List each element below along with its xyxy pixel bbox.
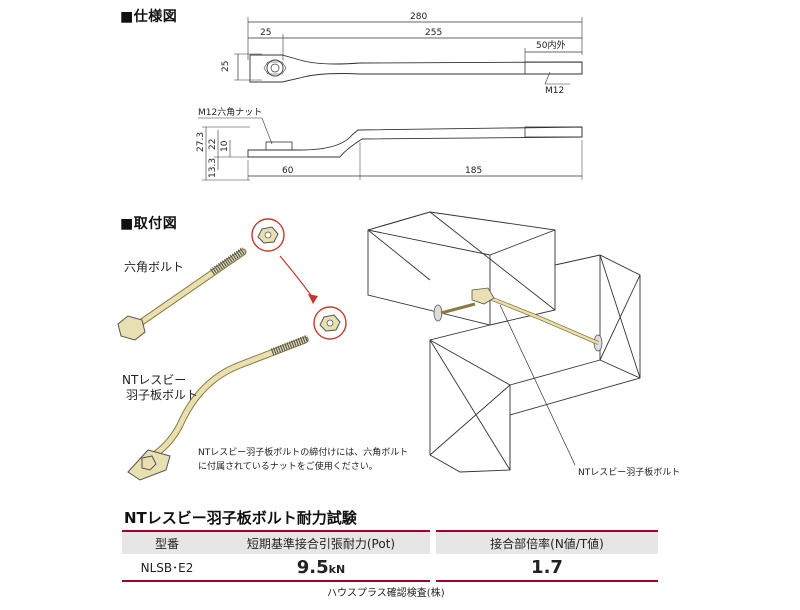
spec-section-title: ■仕様図: [120, 9, 178, 25]
spec-drawing: 280 25 255 50内外 25 M12 M12六角ナット 27.3 22 …: [196, 12, 583, 181]
framing-3d: [367, 211, 641, 473]
test-footnote: ハウスプラス確認検査(株): [327, 588, 445, 599]
header-model: 型番: [122, 530, 212, 554]
dim-255: 255: [425, 28, 442, 38]
cell-ratio: 1.7: [436, 554, 658, 582]
install-note-line1: NTレスビー羽子板ボルトの締付けには、六角ボルト: [198, 448, 409, 458]
test-table: 型番 短期基準接合引張耐力(Pot) 接合部倍率(N値/T値) NLSB･E2 …: [122, 530, 658, 582]
dim-185: 185: [465, 166, 482, 176]
nut-side: [265, 141, 293, 151]
thread-top: [524, 61, 583, 75]
nut-top: [266, 59, 284, 77]
washer-left: [433, 304, 443, 322]
nut-callout-circle-2: [313, 306, 347, 340]
strength-value: 9.5: [296, 556, 329, 578]
dim-60: 60: [282, 166, 294, 176]
nt-bolt: [127, 334, 310, 481]
nt-bolt-label-line2: 羽子板ボルト: [126, 388, 199, 402]
dim-25-top: 25: [260, 28, 271, 38]
dim-13-3: 13.3: [208, 158, 218, 178]
ratio-value: 1.7: [531, 556, 563, 578]
nt-bolt-label-line1: NTレスビー: [122, 373, 187, 387]
table-row: NLSB･E2 9.5kN 1.7: [122, 554, 658, 582]
callout-arrow: [279, 255, 314, 299]
top-view-bolt: [249, 54, 583, 83]
nut-callout-circle-1: [251, 218, 285, 252]
test-title: NTレスビー羽子板ボルト耐力試験: [124, 509, 357, 527]
dim-50: 50内外: [536, 39, 565, 51]
framing-callout-label: NTレスビー羽子板ボルト: [578, 468, 681, 478]
hex-bolt-label: 六角ボルト: [124, 260, 185, 274]
label-m12: M12: [545, 86, 564, 96]
install-drawing: [117, 211, 641, 481]
dim-280: 280: [410, 12, 427, 22]
strength-unit: kN: [328, 562, 346, 576]
cell-model: NLSB･E2: [122, 554, 212, 582]
header-strength: 短期基準接合引張耐力(Pot): [212, 530, 430, 554]
cell-strength: 9.5kN: [212, 554, 430, 582]
table-header-row: 型番 短期基準接合引張耐力(Pot) 接合部倍率(N値/T値): [122, 530, 658, 554]
hex-bolt: [117, 247, 247, 341]
dim-10: 10: [220, 140, 230, 152]
header-ratio: 接合部倍率(N値/T値): [436, 530, 658, 554]
install-note-line2: に付属されているナットをご使用ください。: [198, 462, 378, 472]
install-section-title: ■取付図: [120, 216, 178, 232]
label-nut: M12六角ナット: [198, 106, 262, 118]
side-view-bolt: [247, 126, 583, 158]
dim-27-3: 27.3: [196, 132, 206, 152]
dim-22: 22: [208, 139, 218, 150]
dim-25-side: 25: [221, 61, 231, 72]
